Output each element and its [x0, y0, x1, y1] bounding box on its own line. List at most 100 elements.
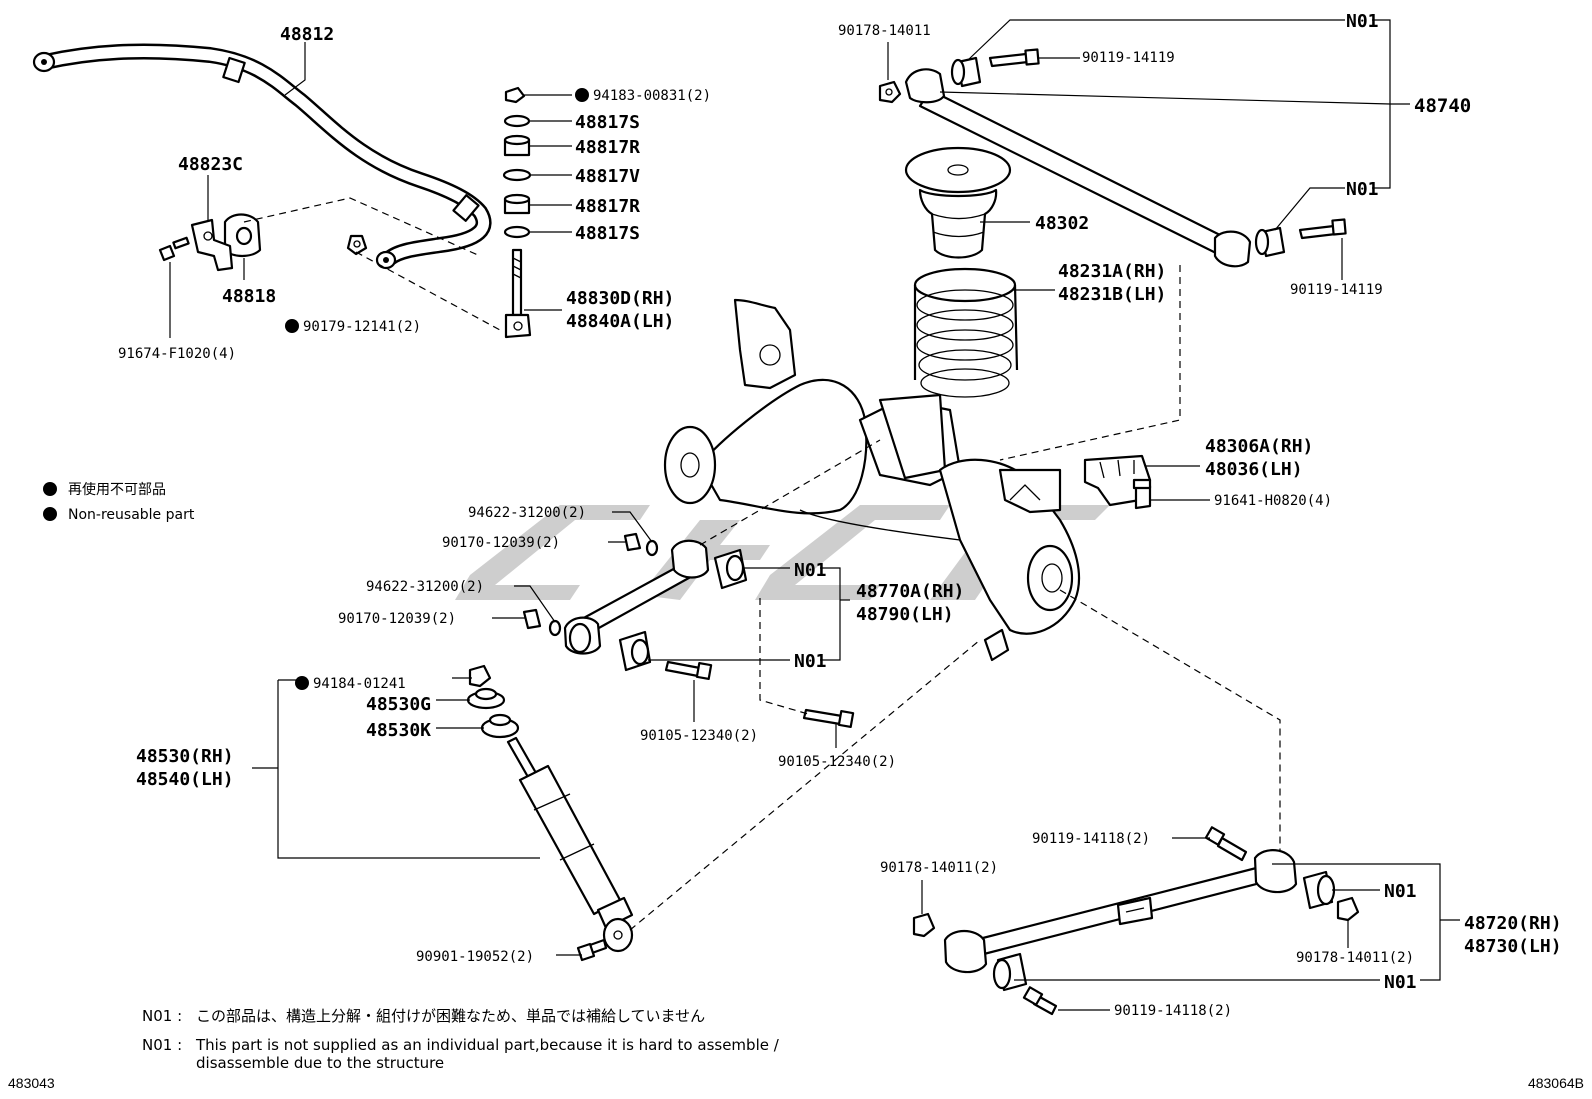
label-48740[interactable]: 48740 [1414, 95, 1471, 117]
label-48770a[interactable]: 48770A(RH) [856, 581, 964, 602]
label-48302[interactable]: 48302 [1035, 213, 1089, 234]
cushion-48530k[interactable] [480, 713, 520, 739]
non-reusable-marker [285, 319, 299, 333]
cushion-48530g[interactable] [466, 687, 506, 710]
label-94622-b[interactable]: 94622-31200(2) [366, 579, 484, 595]
label-48231a[interactable]: 48231A(RH) [1058, 261, 1166, 282]
label-90119-lower-bot[interactable]: 90119-14118(2) [1114, 1003, 1232, 1019]
bushing-n01-lower-rear[interactable] [1302, 870, 1336, 910]
label-n01-arm-bot[interactable]: N01 [794, 651, 827, 672]
label-90105-a[interactable]: 90105-12340(2) [640, 728, 758, 744]
label-48817r-bot[interactable]: 48817R [575, 196, 640, 217]
axle-housing [663, 298, 1081, 662]
stabilizer-link-stack[interactable] [502, 86, 532, 339]
bolt-91641[interactable] [1132, 478, 1152, 510]
diagram-code-left: 483043 [8, 1075, 55, 1091]
label-48530k[interactable]: 48530K [366, 720, 431, 741]
legend-marker-en [43, 507, 57, 521]
label-n01-top[interactable]: N01 [1346, 11, 1379, 32]
label-94183[interactable]: 94183-00831(2) [593, 88, 711, 104]
coil-spring-48231[interactable] [913, 267, 1019, 398]
label-48830d[interactable]: 48830D(RH) [566, 288, 674, 309]
label-90170-a[interactable]: 90170-12039(2) [442, 535, 560, 551]
label-n01-lower-bot[interactable]: N01 [1384, 972, 1417, 993]
non-reusable-marker [295, 676, 309, 690]
label-91641[interactable]: 91641-H0820(4) [1214, 493, 1332, 509]
bolt-90119-upper-front[interactable] [988, 48, 1040, 68]
label-94622-a[interactable]: 94622-31200(2) [468, 505, 586, 521]
bushing-n01-upper-rear[interactable] [1254, 226, 1286, 258]
bolt-91674[interactable] [158, 236, 190, 262]
label-94184[interactable]: 94184-01241 [313, 676, 406, 692]
label-48817r-top[interactable]: 48817R [575, 137, 640, 158]
label-48818[interactable]: 48818 [222, 286, 276, 307]
note-text-en-1: This part is not supplied as an individu… [195, 1036, 780, 1054]
bump-stopper-48302[interactable] [904, 146, 1012, 259]
lower-control-arm-48720[interactable] [943, 849, 1298, 974]
nut-90170-b[interactable] [522, 608, 542, 630]
note-text-jp: この部品は、構造上分解・組付けが困難なため、単品では補給していません [196, 1007, 705, 1025]
label-48817v[interactable]: 48817V [575, 166, 640, 187]
stabilizer-bracket-48823c[interactable] [190, 218, 234, 272]
bolt-90105-b[interactable] [802, 708, 855, 729]
label-n01-arm-top[interactable]: N01 [794, 560, 827, 581]
label-48540[interactable]: 48540(LH) [136, 769, 234, 790]
nut-90178-lower-left[interactable] [912, 912, 936, 938]
label-90170-b[interactable]: 90170-12039(2) [338, 611, 456, 627]
label-48812[interactable]: 48812 [280, 24, 334, 45]
bushing-n01-arm-lower[interactable] [618, 630, 652, 672]
label-90178-lower-right[interactable]: 90178-14011(2) [1296, 950, 1414, 966]
label-90179[interactable]: 90179-12141(2) [303, 319, 421, 335]
bushing-n01-upper-front[interactable] [950, 56, 982, 88]
label-48730[interactable]: 48730(LH) [1464, 936, 1562, 957]
stabilizer-bushing-48818[interactable] [223, 213, 262, 258]
bushing-n01-lower-front[interactable] [992, 952, 1028, 992]
label-48823c[interactable]: 48823C [178, 154, 243, 175]
stabilizer-bar-48812[interactable] [32, 43, 492, 270]
label-90178-top[interactable]: 90178-14011 [838, 23, 931, 39]
nut-90179[interactable] [346, 234, 368, 256]
shock-absorber-48530[interactable] [506, 736, 634, 953]
bolt-90119-upper-rear[interactable] [1298, 218, 1347, 240]
label-48720[interactable]: 48720(RH) [1464, 913, 1562, 934]
label-48817s-top[interactable]: 48817S [575, 112, 640, 133]
upper-control-arm-48740[interactable] [904, 68, 1252, 268]
label-48306a[interactable]: 48306A(RH) [1205, 436, 1313, 457]
washer-94622-b[interactable] [548, 619, 562, 637]
label-90901[interactable]: 90901-19052(2) [416, 949, 534, 965]
bushing-n01-arm-upper[interactable] [713, 548, 748, 590]
label-48530g[interactable]: 48530G [366, 694, 431, 715]
part-labels: 48812 48823C 48818 91674-F1020(4) 90179-… [118, 11, 1562, 1019]
label-90178-lower-left[interactable]: 90178-14011(2) [880, 860, 998, 876]
legend: 再使用不可部品 Non-reusable part [43, 481, 195, 523]
nut-90178-upper[interactable] [878, 80, 902, 104]
bolt-90901[interactable] [576, 938, 608, 962]
label-90119-top[interactable]: 90119-14119 [1082, 50, 1175, 66]
bolt-90119-lower-bot[interactable] [1022, 986, 1058, 1016]
nut-90178-lower-right[interactable] [1336, 896, 1360, 922]
label-48231b[interactable]: 48231B(LH) [1058, 284, 1166, 305]
label-48036[interactable]: 48036(LH) [1205, 459, 1303, 480]
nut-94184[interactable] [468, 664, 492, 688]
spring-seat-48306a[interactable] [1083, 454, 1152, 507]
label-48840a[interactable]: 48840A(LH) [566, 311, 674, 332]
label-48817s-bot[interactable]: 48817S [575, 223, 640, 244]
label-90119-lower-top[interactable]: 90119-14118(2) [1032, 831, 1150, 847]
washer-94622-a[interactable] [645, 539, 659, 557]
label-n01-mid[interactable]: N01 [1346, 179, 1379, 200]
label-n01-lower-top[interactable]: N01 [1384, 881, 1417, 902]
label-91674[interactable]: 91674-F1020(4) [118, 346, 236, 362]
bolt-90105-a[interactable] [664, 660, 713, 681]
note-text-en-2: disassemble due to the structure [196, 1054, 444, 1072]
diagram-code-right: 483064B [1528, 1075, 1584, 1091]
label-48530[interactable]: 48530(RH) [136, 746, 234, 767]
footnotes: N01 : この部品は、構造上分解・組付けが困難なため、単品では補給していません… [142, 1007, 780, 1072]
label-90105-b[interactable]: 90105-12340(2) [778, 754, 896, 770]
bolt-90119-lower-top[interactable] [1204, 826, 1248, 862]
lateral-rod-48770a[interactable] [563, 539, 710, 655]
legend-jp: 再使用不可部品 [68, 481, 166, 498]
nut-90170-a[interactable] [623, 532, 642, 552]
label-48790[interactable]: 48790(LH) [856, 604, 954, 625]
label-90119-right[interactable]: 90119-14119 [1290, 282, 1383, 298]
